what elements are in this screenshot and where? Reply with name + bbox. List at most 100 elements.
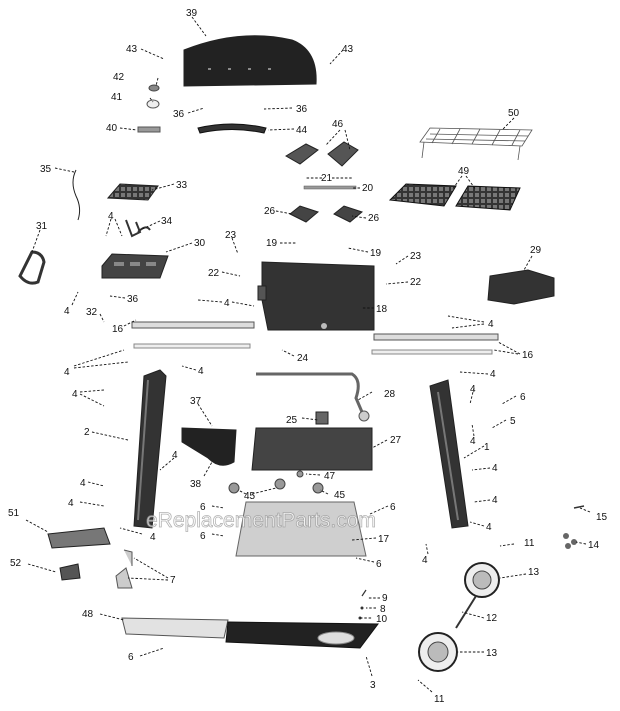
callout-38: 38 — [190, 479, 202, 490]
callout-4: 4 — [488, 319, 494, 330]
callout-6: 6 — [390, 502, 396, 513]
electrode-assembly — [125, 219, 151, 238]
callout-14: 14 — [588, 540, 600, 551]
callout-4: 4 — [224, 298, 230, 309]
callout-34: 34 — [161, 216, 173, 227]
callout-51: 51 — [8, 508, 20, 519]
callout-24: 24 — [297, 353, 309, 364]
callout-3: 3 — [370, 680, 376, 691]
lid-knob — [148, 84, 160, 92]
lid-holes — [208, 68, 271, 70]
callout-40: 40 — [106, 123, 118, 134]
leg-left — [133, 369, 167, 529]
leg-right — [429, 379, 469, 529]
callout-6: 6 — [200, 531, 206, 542]
callout-4: 4 — [422, 555, 428, 566]
callout-33: 33 — [176, 180, 188, 191]
callout-4: 4 — [72, 389, 78, 400]
callout-4: 4 — [486, 522, 492, 533]
callout-50: 50 — [508, 108, 520, 119]
callout-31: 31 — [36, 221, 48, 232]
callout-39: 39 — [186, 8, 198, 19]
callout-17: 17 — [378, 534, 390, 545]
burner-tube-left — [289, 205, 320, 223]
firebox — [261, 261, 375, 331]
bottom-shelf-tank — [225, 621, 379, 649]
watermark: eReplacementParts.com — [146, 509, 376, 532]
callout-4: 4 — [490, 369, 496, 380]
callout-arrows — [25, 16, 591, 693]
lid-washer — [146, 99, 160, 109]
callout-47: 47 — [324, 471, 336, 482]
callout-52: 52 — [10, 558, 22, 569]
callout-30: 30 — [194, 238, 206, 249]
warming-rack — [419, 127, 533, 161]
callout-36: 36 — [296, 104, 308, 115]
axle — [455, 595, 477, 629]
callout-26: 26 — [264, 206, 276, 217]
rail-right — [373, 333, 499, 341]
callout-43: 43 — [126, 44, 138, 55]
lid — [183, 35, 317, 87]
callout-13: 13 — [486, 648, 498, 659]
callout-26: 26 — [368, 213, 380, 224]
callout-7: 7 — [170, 575, 176, 586]
callout-19: 19 — [370, 248, 382, 259]
caster-right — [312, 482, 324, 494]
front-rail — [121, 617, 229, 639]
callout-2: 2 — [84, 427, 90, 438]
thermometer-bar — [137, 126, 161, 133]
callout-22: 22 — [208, 268, 220, 279]
callout-4: 4 — [172, 450, 178, 461]
callout-12: 12 — [486, 613, 498, 624]
callout-13: 13 — [528, 567, 540, 578]
callout-6: 6 — [200, 502, 206, 513]
callout-4: 4 — [198, 366, 204, 377]
caster-left — [228, 482, 240, 494]
callout-25: 25 — [286, 415, 298, 426]
ignitor-wire — [72, 169, 81, 221]
callout-41: 41 — [111, 92, 123, 103]
callout-4: 4 — [470, 384, 476, 395]
valve-bracket — [315, 411, 329, 425]
rail-left — [131, 321, 255, 329]
control-panel-grate — [106, 183, 159, 201]
wheel-bottom — [418, 632, 458, 672]
callout-10: 10 — [376, 614, 388, 625]
callout-19: 19 — [266, 238, 278, 249]
callout-35: 35 — [40, 164, 52, 175]
screw — [361, 589, 367, 597]
grease-cup — [59, 563, 81, 581]
callout-36: 36 — [173, 109, 185, 120]
callout-1: 1 — [484, 442, 490, 453]
lid-handle — [197, 123, 267, 134]
callout-42: 42 — [113, 72, 125, 83]
callout-18: 18 — [376, 304, 388, 315]
nut — [563, 533, 569, 539]
callout-45: 45 — [334, 490, 346, 501]
hitch-pin — [573, 505, 585, 509]
callout-32: 32 — [86, 307, 98, 318]
callout-5: 5 — [510, 416, 516, 427]
bottom-shelf — [235, 501, 367, 557]
callout-11: 11 — [524, 538, 535, 549]
callout-23: 23 — [410, 251, 422, 262]
front-panel — [251, 427, 373, 471]
callout-44: 44 — [296, 125, 308, 136]
callout-46: 46 — [332, 119, 344, 130]
callout-27: 27 — [390, 435, 402, 446]
burner-tube-right — [333, 205, 364, 223]
callout-43: 43 — [342, 44, 354, 55]
callout-16: 16 — [522, 350, 534, 361]
callout-4: 4 — [80, 478, 86, 489]
callout-29: 29 — [530, 245, 542, 256]
callout-28: 28 — [384, 389, 396, 400]
callout-4: 4 — [64, 306, 70, 317]
callout-11: 11 — [434, 694, 445, 705]
callout-4: 4 — [470, 436, 476, 447]
rod — [303, 185, 357, 190]
callout-20: 20 — [362, 183, 374, 194]
callout-21: 21 — [321, 173, 333, 184]
cooking-grate-right — [455, 185, 521, 211]
